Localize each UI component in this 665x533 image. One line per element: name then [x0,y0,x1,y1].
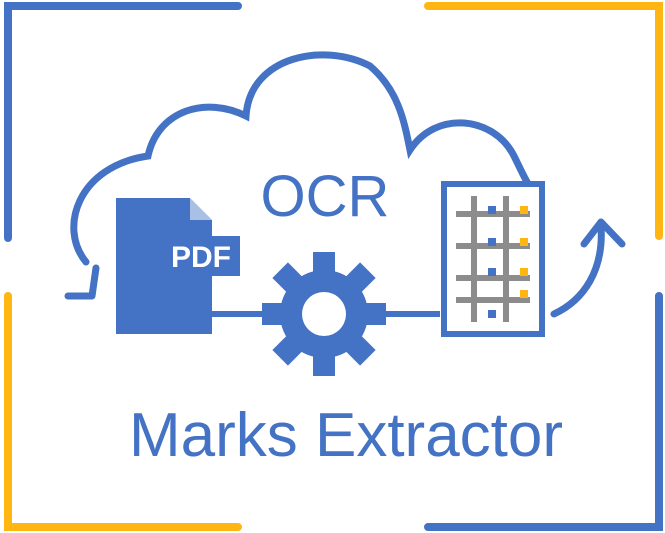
bracket-top-right [424,2,663,240]
return-arrow-icon [550,222,605,318]
gear-icon [262,252,386,376]
bracket-top-left [4,2,242,242]
pdf-document-icon: PDF [116,198,240,334]
frame-brackets [4,2,663,531]
spreadsheet-grid-icon [441,181,545,337]
app-title: Marks Extractor [129,401,563,470]
left-arrow-head-icon [64,264,100,300]
pdf-label: PDF [171,241,231,274]
bracket-bottom-right [424,292,663,531]
grid-markers [488,206,528,318]
ocr-label: OCR [261,164,390,229]
return-arrow-head-icon [580,218,626,248]
bracket-bottom-left [4,292,242,531]
cloud-icon [70,51,544,266]
